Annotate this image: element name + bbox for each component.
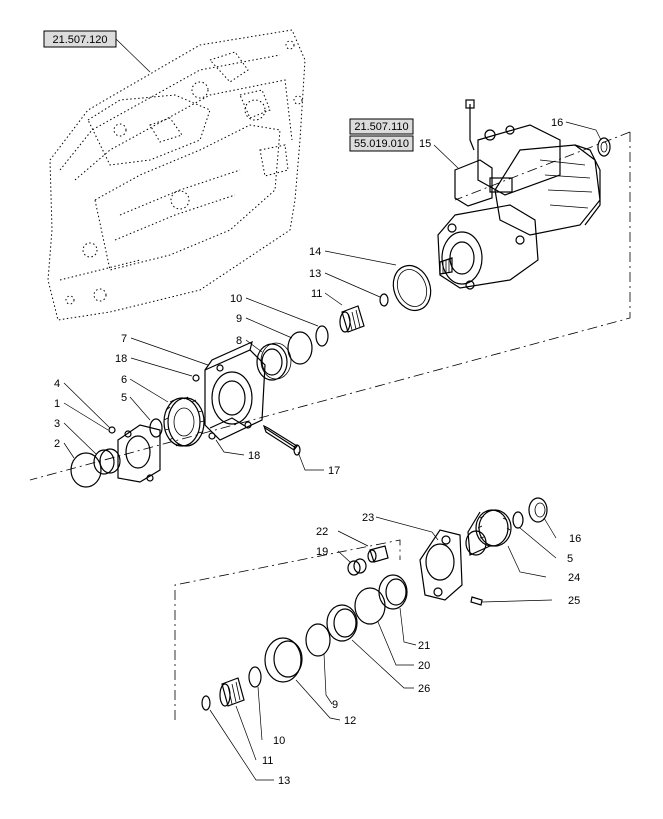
- callout-4: 4: [54, 378, 60, 390]
- screw-17: [262, 424, 301, 456]
- callout-12: 12: [344, 715, 356, 727]
- callout-10-upper: 10: [230, 293, 242, 305]
- bolt-18-lower: [208, 432, 216, 440]
- callout-25: 25: [568, 595, 580, 607]
- callout-26: 26: [418, 683, 430, 695]
- gear-24: [465, 509, 512, 556]
- snap-ring-13-upper: [379, 293, 389, 307]
- needle-bearing-11-upper: [339, 305, 365, 333]
- callout-11-upper: 11: [311, 288, 322, 300]
- callout-5-upper: 5: [121, 392, 127, 404]
- callout-13-upper: 13: [309, 268, 321, 280]
- housing-reference-box[interactable]: 21.507.120: [43, 30, 117, 48]
- carrier-housing-7: [204, 340, 266, 441]
- bushing-3: [93, 448, 121, 475]
- callout-19: 19: [316, 546, 328, 558]
- motor-reference-box-2[interactable]: 55.019.010: [349, 135, 414, 152]
- fitting-22: [367, 545, 389, 563]
- ring-20: [354, 587, 386, 625]
- hydraulic-motor: [437, 99, 601, 290]
- callout-16-upper: 16: [551, 117, 563, 129]
- seal-16-lower: [528, 497, 548, 523]
- snap-ring-13-lower: [201, 695, 211, 711]
- gear-6: [163, 396, 205, 447]
- motor-reference-label-2: 55.019.010: [354, 138, 409, 150]
- callout-21: 21: [418, 640, 430, 652]
- callout-1: 1: [54, 398, 60, 410]
- snap-ring-10-upper: [315, 325, 329, 347]
- callout-3: 3: [54, 418, 60, 430]
- housing-reference-label: 21.507.120: [52, 34, 107, 46]
- callout-2: 2: [54, 438, 60, 450]
- callout-18-upper: 18: [115, 353, 127, 365]
- bearing-21: [378, 574, 408, 610]
- bolt-18-upper: [192, 374, 200, 382]
- needle-bearing-11-lower: [219, 677, 245, 707]
- bushing-19: [347, 558, 367, 576]
- callout-7: 7: [121, 333, 127, 345]
- snap-ring-10-lower: [248, 666, 262, 688]
- callout-24: 24: [568, 572, 580, 584]
- callout-22: 22: [316, 526, 328, 538]
- bearing-12: [264, 637, 303, 683]
- callout-14: 14: [309, 246, 321, 258]
- callout-8: 8: [236, 335, 242, 347]
- callout-13-lower: 13: [278, 775, 290, 787]
- motor-axis-line: [454, 131, 631, 201]
- callout-6: 6: [121, 374, 127, 386]
- upper-centerline: [29, 132, 631, 481]
- bolt-1: [108, 426, 116, 434]
- callout-15: 15: [419, 138, 431, 150]
- callout-5-lower: 5: [567, 553, 573, 565]
- leader-lines: [63, 121, 602, 781]
- callout-labels: 16 15 14 13 11 10 9 8 7 18 6 5 4 1 3 2 1…: [54, 117, 581, 787]
- bearing-26: [326, 604, 358, 642]
- motor-reference-box-1[interactable]: 21.507.110: [349, 118, 414, 135]
- callout-17: 17: [328, 465, 340, 477]
- seal-9-upper: [287, 331, 313, 365]
- motor-reference-label-1: 21.507.110: [354, 121, 408, 133]
- callout-16-lower: 16: [569, 533, 581, 545]
- callout-10-lower: 10: [273, 735, 285, 747]
- callout-9-lower: 9: [332, 699, 338, 711]
- snap-ring-5-lower: [512, 511, 524, 529]
- callout-11-lower: 11: [262, 755, 273, 767]
- lower-assembly-boundary: [174, 539, 401, 720]
- seal-9-lower: [305, 623, 331, 657]
- transmission-housing-phantom: [47, 29, 306, 321]
- callout-9-upper: 9: [236, 313, 242, 325]
- cover-plate-4: [117, 424, 161, 483]
- bracket-23: [419, 529, 463, 601]
- callout-20: 20: [418, 660, 430, 672]
- callout-23: 23: [362, 512, 374, 524]
- o-ring-14: [392, 264, 432, 312]
- callout-18-lower: 18: [248, 450, 260, 462]
- screw-25: [470, 596, 483, 606]
- housing-ref-leader: [115, 38, 151, 73]
- o-ring-2: [70, 452, 102, 488]
